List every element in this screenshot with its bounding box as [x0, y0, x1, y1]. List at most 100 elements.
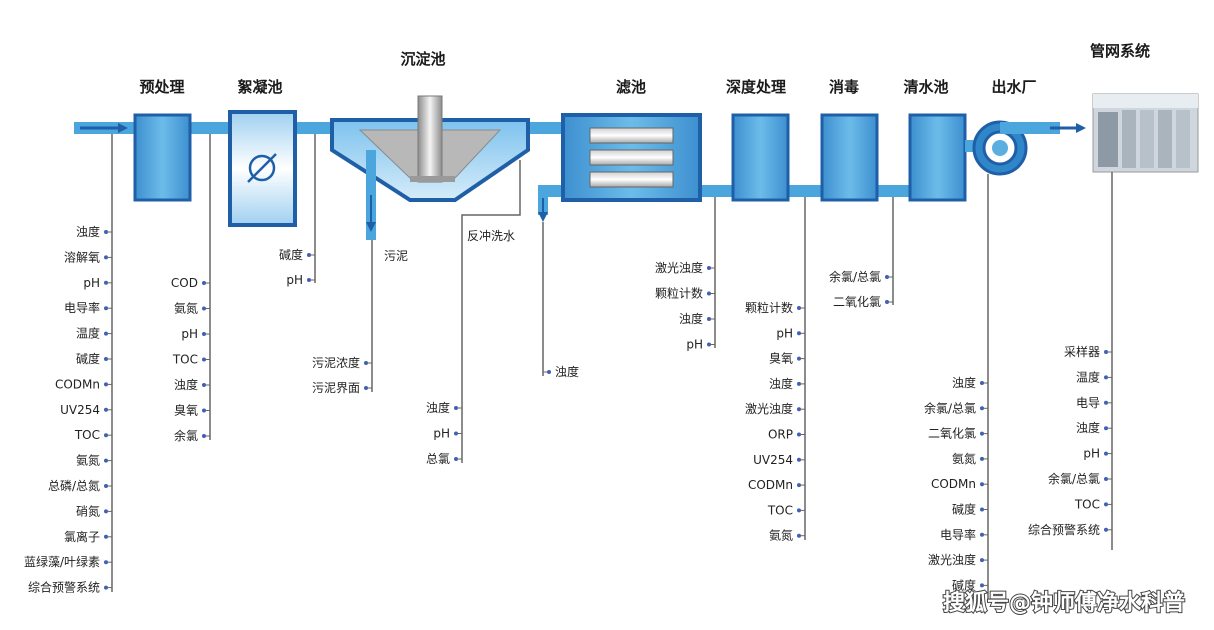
param-label: TOC — [767, 503, 793, 517]
param-label: 碱度 — [952, 577, 976, 592]
param-label: 氨氮 — [76, 453, 100, 468]
param-label: 余氯/总氯 — [924, 400, 976, 415]
filter-tank — [561, 113, 702, 202]
param-label: 二氧化氯 — [833, 295, 881, 309]
param-label: 硝氮 — [76, 503, 100, 518]
param-label: 氨氮 — [769, 528, 793, 543]
param-label: 氯离子 — [64, 529, 100, 544]
param-label: 氨氮 — [952, 451, 976, 466]
watermark: 搜狐号@钟师傅净水科普 — [943, 590, 1185, 616]
param-label: 浊度 — [952, 375, 976, 390]
param-label: TOC — [74, 428, 100, 442]
sludge-outlet — [366, 150, 376, 240]
outlet-pump — [965, 120, 1086, 176]
stage-title-network: 管网系统 — [1090, 42, 1150, 60]
sludge-label: 污泥 — [384, 249, 408, 263]
param-label: pH — [1083, 447, 1100, 461]
param-label: 浊度 — [1076, 420, 1100, 435]
param-label: 碱度 — [76, 351, 100, 366]
param-label: 颗粒计数 — [655, 286, 703, 301]
param-label: ORP — [768, 428, 793, 442]
param-label: 氨氮 — [174, 301, 198, 316]
stage-title-outlet: 出水厂 — [991, 78, 1036, 96]
stage-title-advanced: 深度处理 — [726, 78, 786, 96]
param-label: 碱度 — [279, 247, 303, 262]
param-label: pH — [83, 276, 100, 290]
stage-title-filter: 滤池 — [616, 78, 646, 96]
param-label: 激光浊度 — [655, 260, 703, 275]
inlet-arrow — [80, 123, 128, 133]
param-label: 温度 — [76, 326, 100, 341]
disinfection-tank — [820, 113, 879, 202]
param-label: 综合预警系统 — [28, 580, 100, 595]
param-label: pH — [776, 326, 793, 340]
param-label: UV254 — [60, 403, 100, 417]
param-list-coagulation: 碱度 pH — [279, 247, 315, 287]
backwash-label: 反冲洗水 — [467, 228, 515, 243]
param-label: 激光浊度 — [745, 401, 793, 416]
monitor-lines — [111, 134, 1113, 600]
parameter-lists: 浊度溶解氧pH电导率温度碱度CODMnUV254TOC氨氮总磷/总氮硝氮氯离子蓝… — [24, 224, 1112, 595]
param-label: 二氧化氯 — [928, 427, 976, 441]
advanced-tank — [731, 113, 790, 202]
param-label: 浊度 — [426, 400, 450, 415]
param-label: TOC — [172, 353, 198, 367]
param-label: 温度 — [1076, 369, 1100, 384]
param-label: pH — [686, 338, 703, 352]
mixer-icon — [248, 154, 276, 182]
stage-title-disinfection: 消毒 — [829, 78, 859, 96]
param-label: CODMn — [931, 477, 976, 491]
param-label: 碱度 — [952, 502, 976, 517]
param-label: 污泥浓度 — [312, 355, 360, 370]
param-label: pH — [433, 427, 450, 441]
param-label: 余氯/总氯 — [829, 269, 881, 284]
param-label: 溶解氧 — [64, 249, 100, 264]
param-label: 浊度 — [174, 377, 198, 392]
backwash-arrow — [538, 198, 548, 222]
param-label: pH — [286, 273, 303, 287]
param-label: 浊度 — [76, 224, 100, 239]
param-label: 臭氧 — [769, 351, 793, 366]
param-label: 综合预警系统 — [1028, 522, 1100, 537]
param-label: 总磷/总氮 — [48, 478, 100, 493]
stage-title-pretreatment: 预处理 — [139, 78, 184, 96]
param-label: 浊度 — [679, 311, 703, 326]
stage-title-coagulation: 絮凝池 — [237, 78, 282, 96]
param-label: 浊度 — [555, 364, 579, 379]
clearwell-tank — [908, 113, 967, 202]
param-label: 余氯/总氯 — [1048, 471, 1100, 486]
param-label: 电导 — [1076, 396, 1100, 410]
param-label: TOC — [1074, 497, 1100, 511]
sedimentation-tank — [330, 95, 530, 202]
param-label: 总氯 — [426, 452, 450, 466]
stage-title-sedimentation: 沉淀池 — [400, 50, 445, 68]
param-label: UV254 — [753, 453, 793, 467]
param-label: 颗粒计数 — [745, 300, 793, 315]
param-label: 污泥界面 — [312, 381, 360, 395]
param-label: CODMn — [55, 377, 100, 391]
network-photo — [1092, 93, 1199, 173]
param-label: 蓝绿藻/叶绿素 — [24, 554, 100, 569]
param-label: pH — [181, 327, 198, 341]
param-label: 采样器 — [1064, 344, 1100, 359]
stage-title-clearwell: 清水池 — [903, 78, 948, 96]
param-list-filter: 浊度 — [543, 364, 579, 379]
param-label: 臭氧 — [174, 403, 198, 418]
param-list-backwash: 浊度 pH 总氯 — [426, 400, 462, 466]
param-label: 浊度 — [769, 376, 793, 391]
param-label: 电导率 — [64, 300, 100, 315]
pretreatment-tank — [133, 113, 192, 202]
param-label: 余氯 — [174, 428, 198, 443]
param-label: 电导率 — [940, 527, 976, 542]
param-label: COD — [171, 276, 198, 290]
